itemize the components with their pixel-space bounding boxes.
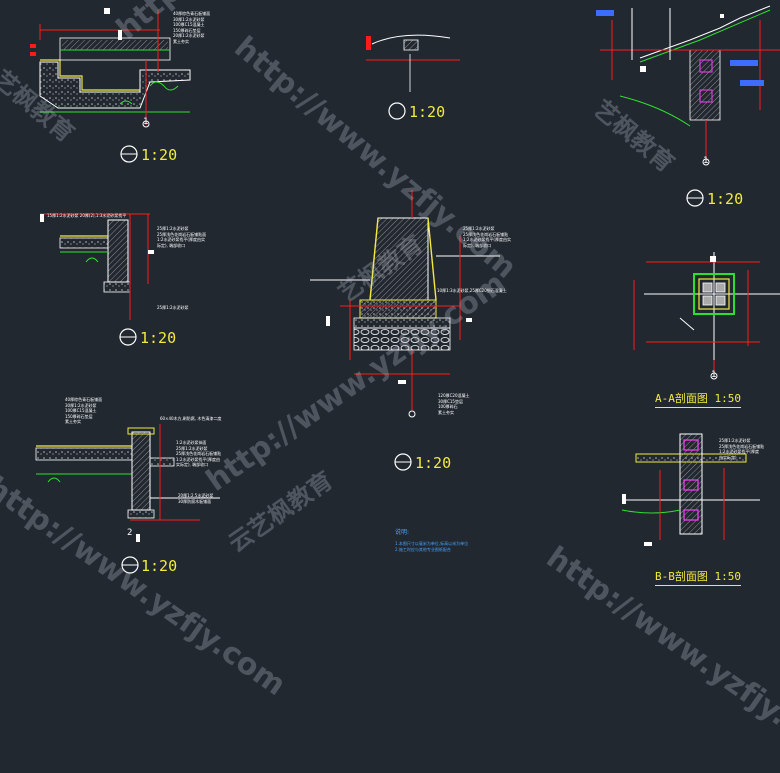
note-mid-left-a: 15厚1:2水泥砂浆 20厚(2),1:3水泥砂浆找平 [47, 213, 127, 218]
note-mid-left-b: 25厚1:2水泥砂浆 25厚浅色花岗岩石板铺贴面 1:2水泥砂浆找平(厚度由实 … [157, 226, 207, 248]
cad-drawing-canvas[interactable] [0, 0, 780, 586]
marker-bottom-left: 2 [127, 528, 133, 538]
scale-label-center: 1:20 [415, 454, 452, 472]
note-center-mid: 10厚1:3水泥砂浆,25厚C20细石混凝土 [437, 288, 507, 293]
section-title-bb: B-B剖面图 1:50 [655, 568, 741, 586]
scale-label-top-center: 1:20 [409, 103, 446, 121]
detail-wall-foundation [310, 190, 500, 471]
detail-top-center [366, 34, 460, 120]
scale-label-top-right: 1:20 [707, 190, 744, 208]
detail-edge-kerb [40, 213, 154, 346]
note-center-top: 25厚1:2水泥砂浆 25厚浅色花岗岩石板铺贴 1:2水泥砂浆找平(厚度由实 际… [463, 226, 511, 248]
note-bottom-left-c: 1:2水泥砂浆抹面 25厚1:2水泥砂浆 25厚浅色花岗岩石板铺贴 1:2水泥砂… [176, 440, 222, 467]
detail-bottom-left [35, 424, 220, 574]
note-top-left: 40厚棕色青石板铺面 30厚1:2水泥砂浆 100厚C15混凝土 150厚碎石垫… [173, 11, 211, 44]
detail-aa-section [633, 252, 780, 380]
scale-label-bottom-left: 1:20 [141, 557, 178, 575]
note-center-bottom: 120厚C20混凝土 30厚C15垫层 100厚碎石 素土夯实 [438, 393, 470, 415]
scale-label-mid-left: 1:20 [140, 329, 177, 347]
detail-bb-section [621, 433, 760, 546]
marker-aa: 1 [711, 370, 717, 380]
legend-title: 说明: [395, 529, 410, 536]
marker-top-right: 1 [703, 156, 709, 166]
note-bottom-left-a: 40厚棕色青石板铺面 30厚1:2水泥砂浆 100厚C15混凝土 150厚碎石垫… [65, 397, 103, 424]
section-title-aa: A-A剖面图 1:50 [655, 390, 741, 408]
detail-roof-eave [596, 5, 780, 207]
detail-stair-section [30, 8, 191, 163]
scale-label-top-left: 1:20 [141, 146, 178, 164]
note-bottom-right: 25厚1:2水泥砂浆 25厚浅色花岗岩石板铺贴 1:2水泥砂浆找平(厚度 由实际… [719, 438, 765, 460]
note-bottom-left-b: 60×40木方,刷防腐, 木色清漆二度 [160, 416, 222, 421]
note-bottom-left-d: 20厚1:2.5水泥砂浆 30厚防腐木板铺面 [178, 493, 214, 504]
note-mid-left-c: 25厚1:2水泥砂浆 [157, 305, 189, 310]
legend-body: 1.本图尺寸以毫米为单位,标高以米为单位 2.施工时应与其他专业图纸配合 [395, 541, 469, 552]
marker-top-left: 1 [143, 117, 149, 127]
